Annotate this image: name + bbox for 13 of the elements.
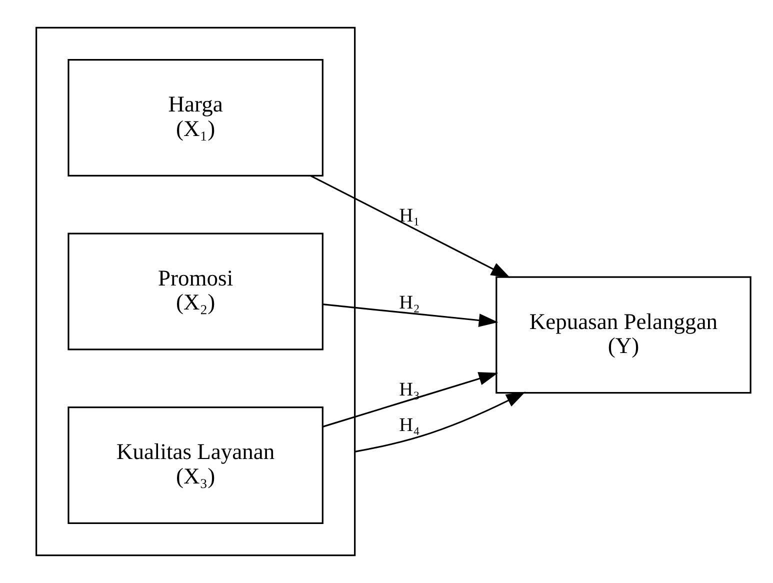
arrow — [322, 372, 498, 428]
edge-label: H₃ — [398, 379, 420, 400]
arrow — [354, 392, 526, 452]
cluster — [35, 26, 356, 556]
arrow — [310, 174, 510, 278]
node-box: Harga (X₁) — [67, 59, 323, 176]
edge-label: H₂ — [398, 292, 420, 314]
edge-label: H₄ — [398, 414, 420, 436]
edge-label: H₁ — [398, 206, 420, 227]
node-box: Kepuasan Pelanggan (Y) — [495, 276, 751, 394]
arrow — [322, 304, 498, 328]
node-box: Promosi (X₂) — [67, 232, 323, 350]
node-box: Kualitas Layanan (X₃) — [67, 406, 323, 524]
